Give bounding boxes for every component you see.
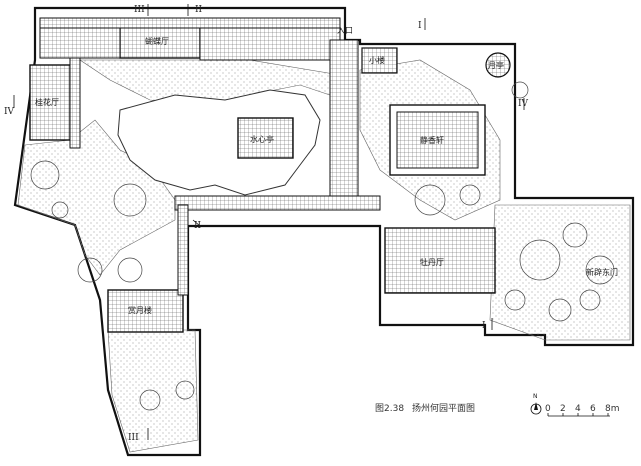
scale-tick-4: 4 xyxy=(575,404,581,414)
north-wing-a xyxy=(39,27,121,59)
section-mark-iv-right: IV xyxy=(518,99,529,109)
west-corridor xyxy=(69,57,81,149)
section-mark-i-top: I xyxy=(418,21,422,31)
label-yue-ting: 月亭 xyxy=(488,60,504,70)
yue-ting-pavilion xyxy=(485,52,511,78)
scale-bar xyxy=(547,413,610,417)
north-arrow-letter: N xyxy=(533,393,538,400)
section-mark-iii-top: III xyxy=(134,5,145,15)
shangyue-lou-building xyxy=(107,289,184,333)
rockery-north xyxy=(79,59,346,106)
guihua-ting-building xyxy=(29,64,71,141)
north-wing-b xyxy=(199,27,341,61)
shuixin-ting-building xyxy=(237,117,294,159)
scale-tick-6: 6 xyxy=(590,404,596,414)
west-south-corridor xyxy=(177,204,189,296)
south-corridor xyxy=(174,195,381,211)
figure-title: 扬州何园平面图 xyxy=(412,402,475,414)
figure-number: 图2.38 xyxy=(375,403,404,414)
north-corridor xyxy=(39,17,341,29)
jingxiang-xuan-inner xyxy=(396,111,479,169)
label-shuixin-ting: 水心亭 xyxy=(250,134,274,144)
label-shangyue-lou: 赏月楼 xyxy=(128,305,152,315)
label-xinjian-dongmen: 新辟东门 xyxy=(586,267,618,277)
section-mark-ii-top: II xyxy=(195,5,203,15)
scale-tick-8m: 8m xyxy=(605,404,620,414)
label-ru-kou: 入口 xyxy=(337,26,353,35)
label-xiao-lou: 小楼 xyxy=(369,55,385,65)
entrance-passage xyxy=(329,39,359,201)
scale-tick-2: 2 xyxy=(560,404,566,414)
mudan-ting-building xyxy=(384,227,496,294)
section-mark-i-bottom: I xyxy=(482,321,486,331)
north-arrow xyxy=(530,402,542,415)
pond xyxy=(117,89,321,196)
section-markers xyxy=(13,4,525,440)
label-hudie-ting: 蝴蝶厅 xyxy=(145,36,169,46)
label-mudan-ting: 牡丹厅 xyxy=(420,257,444,267)
section-mark-iv-left: IV xyxy=(4,107,15,117)
site-boundary xyxy=(13,6,635,457)
trees xyxy=(30,81,615,411)
xiao-lou-building xyxy=(361,47,398,74)
section-mark-ii-mid: II xyxy=(194,221,202,231)
section-mark-iii-bottom: III xyxy=(128,433,139,443)
scale-tick-0: 0 xyxy=(545,404,551,414)
label-jingxiang-xuan: 静香轩 xyxy=(420,135,444,145)
label-guihua-ting: 桂花厅 xyxy=(35,97,59,107)
east-lawn xyxy=(489,204,631,341)
